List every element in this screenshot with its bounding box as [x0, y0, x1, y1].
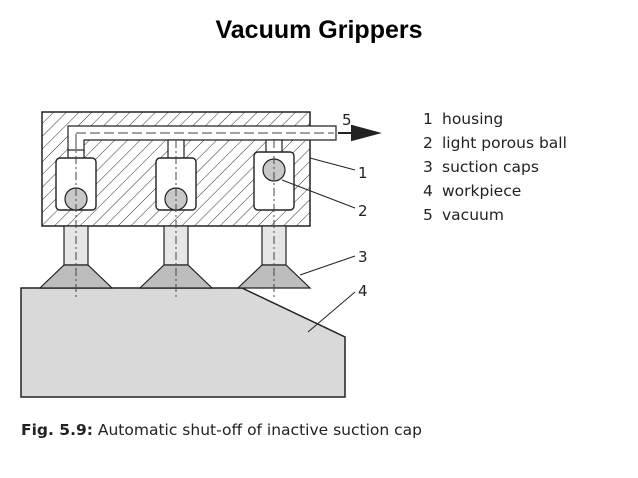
- legend: 1 housing 2 light porous ball 3 suction cap…: [423, 107, 567, 227]
- slide-title: Vacuum Grippers: [215, 16, 423, 44]
- suction-cap: [38, 264, 114, 289]
- legend-number: 5: [423, 206, 433, 224]
- callout-1: 1: [358, 164, 368, 182]
- legend-label: light porous ball: [442, 134, 567, 152]
- figure-caption-text: Automatic shut-off of inactive suction c…: [97, 421, 422, 439]
- legend-number: 4: [423, 182, 433, 200]
- leader-line-3: [299, 255, 356, 276]
- legend-number: 1: [423, 110, 433, 128]
- leader-line-1: [309, 157, 356, 171]
- leader-line-4: [307, 291, 356, 333]
- legend-item: 2 light porous ball: [423, 131, 567, 155]
- legend-number: 3: [423, 158, 433, 176]
- legend-item: 3 suction caps: [423, 155, 567, 179]
- leader-line-2: [281, 179, 356, 209]
- callout-5: 5: [342, 111, 352, 129]
- legend-item: 4 workpiece: [423, 179, 567, 203]
- figure-caption: Fig. 5.9: Automatic shut-off of inactive…: [21, 421, 422, 439]
- legend-item: 1 housing: [423, 107, 567, 131]
- legend-label: vacuum: [442, 206, 504, 224]
- legend-item: 5 vacuum: [423, 203, 567, 227]
- callout-2: 2: [358, 202, 368, 220]
- legend-number: 2: [423, 134, 433, 152]
- legend-label: suction caps: [442, 158, 539, 176]
- callout-4: 4: [358, 282, 368, 300]
- legend-label: workpiece: [442, 182, 522, 200]
- legend-label: housing: [442, 110, 504, 128]
- suction-cap: [138, 264, 214, 289]
- figure-caption-label: Fig. 5.9:: [21, 421, 93, 439]
- vacuum-arrow: [338, 124, 382, 142]
- callout-3: 3: [358, 248, 368, 266]
- workpiece: [20, 287, 346, 398]
- suction-cap: [236, 264, 312, 289]
